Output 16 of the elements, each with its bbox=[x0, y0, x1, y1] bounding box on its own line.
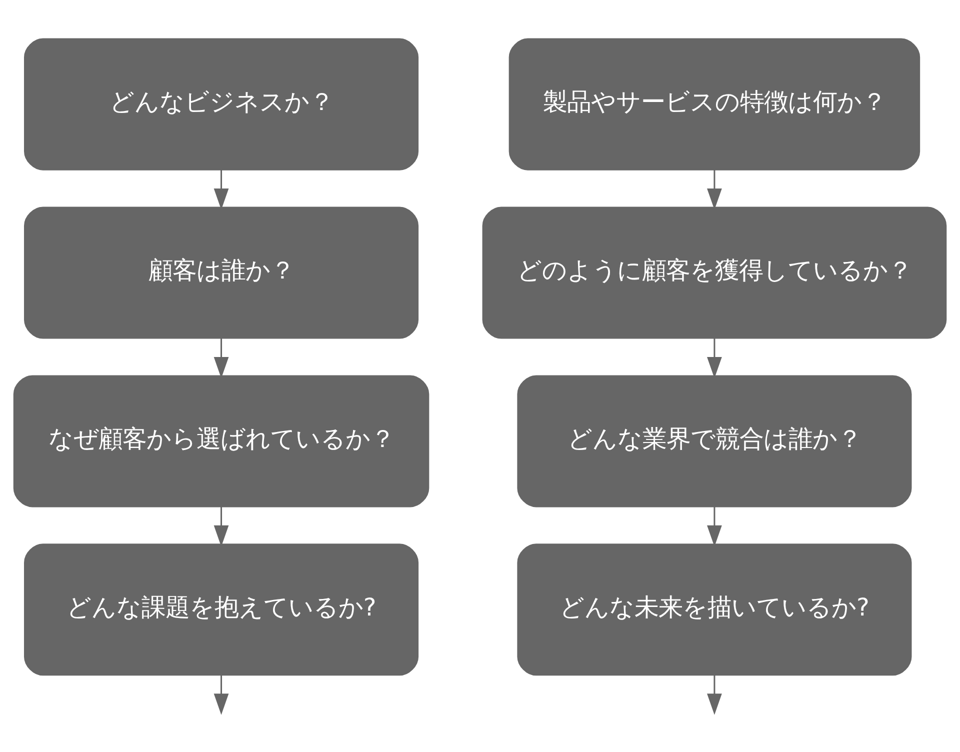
arrow bbox=[214, 674, 229, 714]
arrow bbox=[214, 169, 229, 210]
arrow bbox=[214, 506, 229, 546]
node-box: どんなビジネスか？ bbox=[24, 38, 419, 170]
arrow bbox=[707, 338, 722, 378]
node-box: 顧客は誰か？ bbox=[24, 206, 419, 338]
arrow bbox=[214, 338, 229, 378]
node-box: どんな業界で競合は誰か？ bbox=[517, 374, 912, 507]
arrow bbox=[707, 169, 722, 210]
arrow bbox=[707, 506, 722, 546]
node-box: どのように顧客を獲得しているか？ bbox=[482, 206, 947, 338]
node-box: どんな課題を抱えているか? bbox=[24, 543, 419, 676]
node-box: 製品やサービスの特徴は何か？ bbox=[508, 38, 920, 170]
node-box: なぜ顧客から選ばれているか？ bbox=[13, 374, 430, 507]
node-box: どんな未来を描いているか? bbox=[517, 543, 912, 676]
arrow bbox=[707, 674, 722, 714]
